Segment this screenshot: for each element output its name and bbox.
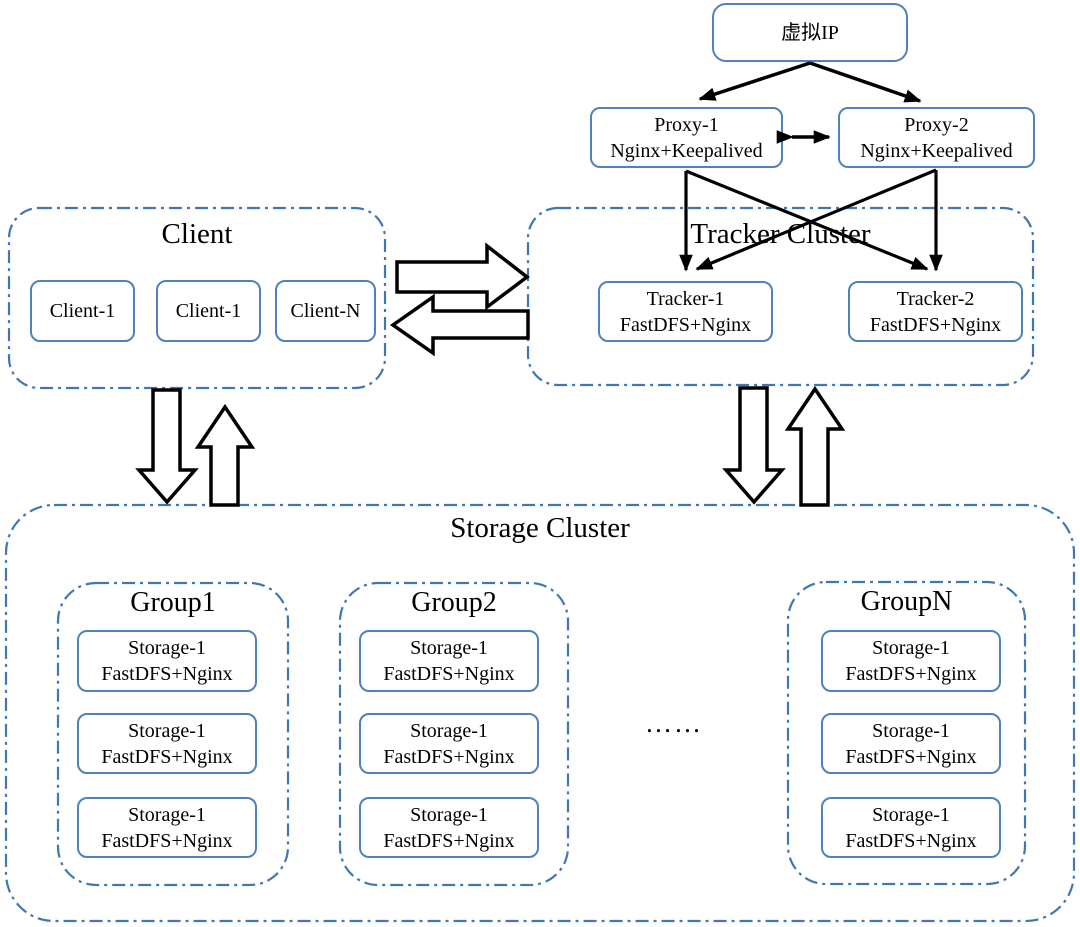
storage-node-name: Storage-1 <box>128 803 206 826</box>
proxy-2-node: Proxy-2 Nginx+Keepalived <box>838 107 1035 168</box>
tracker-2-sub: FastDFS+Nginx <box>869 313 1002 336</box>
client-cluster-title: Client <box>161 218 233 250</box>
storage-node-sub: FastDFS+Nginx <box>101 829 233 852</box>
storage-node-name: Storage-1 <box>410 803 488 826</box>
storage-node: Storage-1 FastDFS+Nginx <box>821 797 1001 858</box>
storage-node: Storage-1 FastDFS+Nginx <box>77 797 257 858</box>
storage-node: Storage-1 FastDFS+Nginx <box>821 630 1001 692</box>
storage-node-name: Storage-1 <box>410 637 488 659</box>
client-node-n-label: Client-N <box>290 300 361 322</box>
tracker-1-name: Tracker-1 <box>646 287 725 310</box>
storage-node-sub: FastDFS+Nginx <box>383 663 515 685</box>
storage-node: Storage-1 FastDFS+Nginx <box>359 797 539 858</box>
tracker-2-name: Tracker-2 <box>896 287 975 310</box>
client-node-2-label: Client-1 <box>175 300 242 322</box>
storage-node-name: Storage-1 <box>128 637 206 659</box>
storage-node-sub: FastDFS+Nginx <box>845 663 977 685</box>
client-node-1: Client-1 <box>30 280 135 342</box>
client-node-n: Client-N <box>275 280 376 342</box>
storage-node-sub: FastDFS+Nginx <box>845 829 977 852</box>
storage-node-name: Storage-1 <box>872 637 950 659</box>
client-node-2: Client-1 <box>156 280 261 342</box>
tracker-cluster-title: Tracker Cluster <box>690 218 871 250</box>
virtual-ip-node: 虚拟IP <box>712 3 908 62</box>
proxy-2-name: Proxy-2 <box>904 113 969 136</box>
tracker-2-node: Tracker-2 FastDFS+Nginx <box>848 281 1023 342</box>
proxy-1-name: Proxy-1 <box>654 113 719 136</box>
proxy-2-sub: Nginx+Keepalived <box>860 139 1013 162</box>
tracker-1-sub: FastDFS+Nginx <box>619 313 752 336</box>
storage-node: Storage-1 FastDFS+Nginx <box>77 713 257 774</box>
tracker-1-node: Tracker-1 FastDFS+Nginx <box>598 281 773 342</box>
storage-node-sub: FastDFS+Nginx <box>101 663 233 685</box>
storage-node-sub: FastDFS+Nginx <box>383 745 515 768</box>
more-groups-ellipsis: …… <box>645 708 703 738</box>
proxy-1-node: Proxy-1 Nginx+Keepalived <box>590 107 783 168</box>
storage-node-sub: FastDFS+Nginx <box>101 745 233 768</box>
proxy-1-sub: Nginx+Keepalived <box>610 139 763 162</box>
storage-cluster-title: Storage Cluster <box>450 512 630 544</box>
storage-node-sub: FastDFS+Nginx <box>383 829 515 852</box>
storage-node: Storage-1 FastDFS+Nginx <box>359 630 539 692</box>
storage-group-2-title: Group2 <box>411 587 497 618</box>
storage-group-n: GroupN Storage-1 FastDFS+Nginx Storage-1… <box>788 582 1025 884</box>
client-node-1-label: Client-1 <box>49 300 116 322</box>
storage-group-2: Group2 Storage-1 FastDFS+Nginx Storage-1… <box>340 583 568 885</box>
storage-node-name: Storage-1 <box>872 803 950 826</box>
storage-node-name: Storage-1 <box>410 719 488 742</box>
storage-node: Storage-1 FastDFS+Nginx <box>821 713 1001 774</box>
storage-node: Storage-1 FastDFS+Nginx <box>77 630 257 692</box>
storage-group-1: Group1 Storage-1 FastDFS+Nginx Storage-1… <box>58 583 288 885</box>
storage-group-1-title: Group1 <box>130 587 216 618</box>
virtual-ip-label: 虚拟IP <box>781 21 839 44</box>
storage-group-n-title: GroupN <box>860 586 953 617</box>
storage-node-name: Storage-1 <box>872 719 950 742</box>
storage-node: Storage-1 FastDFS+Nginx <box>359 713 539 774</box>
storage-node-name: Storage-1 <box>128 719 206 742</box>
storage-node-sub: FastDFS+Nginx <box>845 745 977 768</box>
